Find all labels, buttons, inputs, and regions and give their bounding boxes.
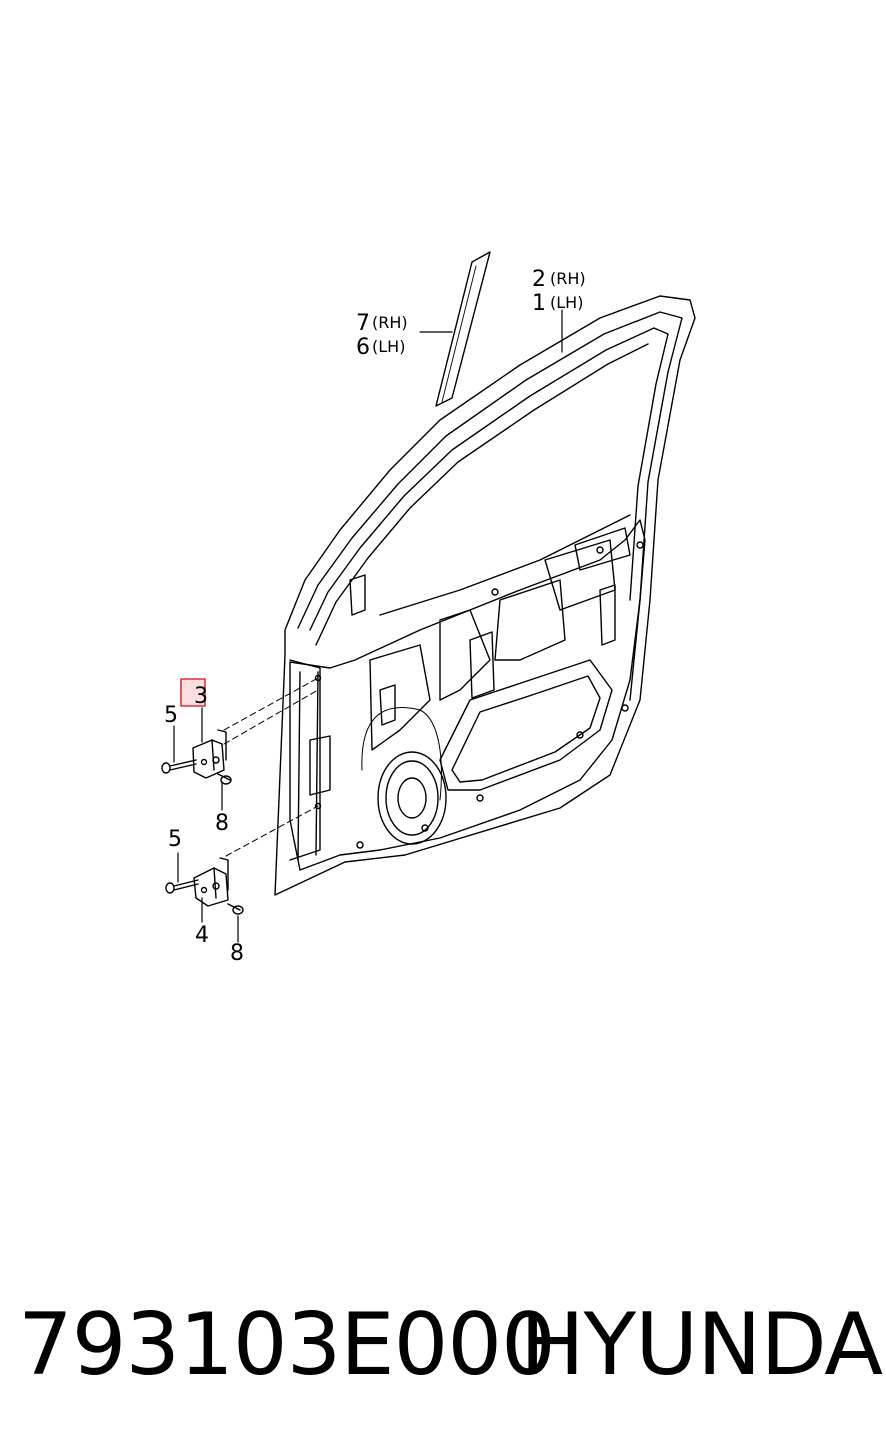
- callout-part-4: 4: [195, 923, 209, 948]
- callout-part-7-side: (RH): [372, 313, 408, 332]
- callout-part-6-side: (LH): [372, 337, 405, 356]
- callout-part-1-side: (LH): [550, 293, 583, 312]
- lower-alignment-line: [225, 805, 319, 857]
- door-panel: [274, 295, 696, 896]
- callout-part-7: 7: [356, 311, 370, 336]
- callout-part-1: 1: [532, 291, 546, 316]
- highlight-box-part-3: [180, 678, 206, 707]
- callout-part-8-upper: 8: [215, 811, 229, 836]
- callout-part-5-lower: 5: [168, 827, 182, 852]
- callout-part-2-side: (RH): [550, 269, 586, 288]
- callout-part-5-upper: 5: [164, 703, 178, 728]
- lower-hinge-bolt-5: [165, 879, 199, 894]
- upper-hinge: [192, 729, 227, 779]
- footer: 793103E000 HYUNDAI: [0, 1290, 886, 1410]
- upper-hinge-bolt-5: [161, 759, 197, 774]
- upper-alignment-line-2: [223, 689, 319, 745]
- lower-hinge: [193, 857, 229, 907]
- callout-part-3: 3: [194, 684, 208, 709]
- callout-part-6: 6: [356, 335, 370, 360]
- upper-hinge-bolt-8: [217, 773, 232, 785]
- callout-part-8-lower: 8: [230, 941, 244, 966]
- callout-part-2: 2: [532, 267, 546, 292]
- part-number: 793103E000: [18, 1295, 556, 1395]
- upper-alignment-line: [223, 677, 319, 731]
- window-channel-strip: [435, 251, 491, 407]
- brand-name: HYUNDAI: [520, 1295, 886, 1395]
- leader-lines: [173, 309, 563, 943]
- lower-hinge-bolt-8: [227, 903, 244, 915]
- door-parts-diagram: 2 (RH) 1 (LH) 7 (RH) 6 (LH) 3 5 8 5 4 8: [161, 251, 696, 966]
